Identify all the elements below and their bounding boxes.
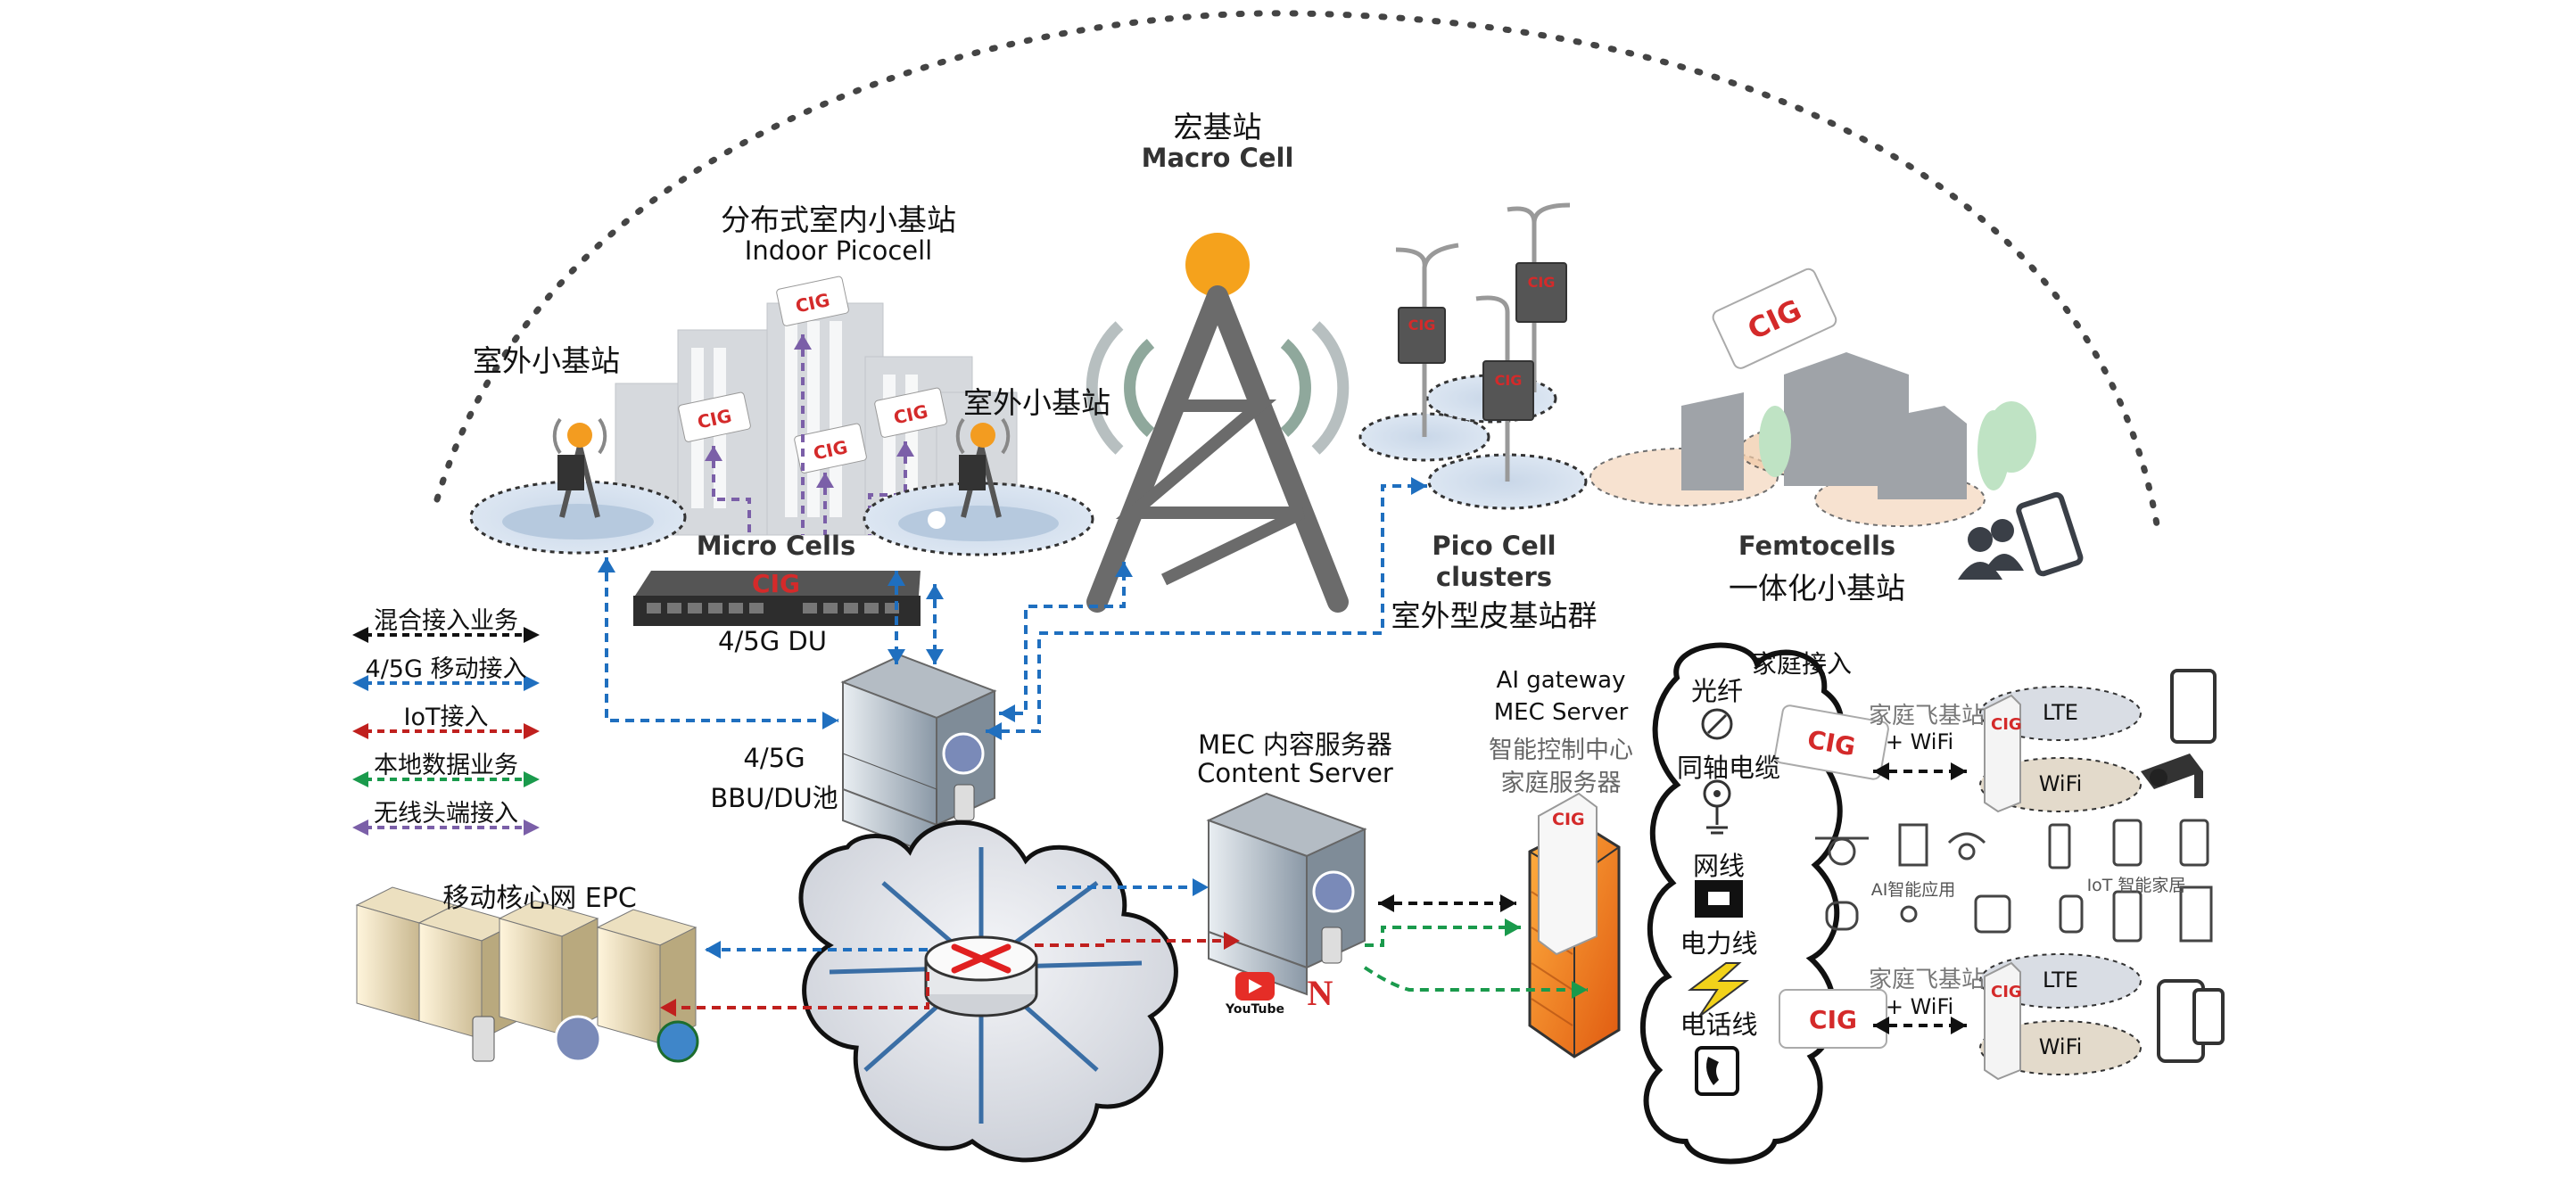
youtube-label: YouTube: [1226, 1002, 1284, 1017]
legend-label-0: 混合接入业务: [374, 607, 518, 635]
home-femto-top-wifi: WiFi: [2038, 771, 2083, 796]
youtube-logo: [1235, 972, 1275, 1001]
legend-arrowhead-3-0: [352, 771, 368, 787]
legend-label-2: IoT接入: [403, 704, 489, 731]
connection-arrowheads: [598, 477, 1967, 1034]
ai-apps-label: AI智能应用: [1870, 880, 1956, 900]
svg-text:CIG: CIG: [1991, 983, 2022, 1001]
svg-text:CIG: CIG: [1408, 317, 1436, 334]
legend-arrowhead-4-0: [352, 819, 368, 836]
ai-gateway-line4: 家庭服务器: [1500, 770, 1622, 797]
macro-cell-zh-label: 宏基站: [1173, 110, 1262, 144]
pico-cell-en-label-2: clusters: [1435, 562, 1553, 592]
legend: [352, 627, 540, 836]
indoor-picocell-zh-label: 分布式室内小基站: [721, 202, 956, 237]
legend-arrowhead-2-1: [524, 723, 540, 739]
pico-cell-en-label-1: Pico Cell: [1432, 531, 1556, 561]
micro-cells-label: Micro Cells: [696, 531, 856, 561]
pico-cell-zh-label: 室外型皮基站群: [1391, 598, 1598, 633]
svg-text:CIG: CIG: [752, 569, 800, 598]
home-femto-top-line1: 家庭飞基站: [1868, 703, 1986, 729]
home-femto-top-line2: + WiFi: [1885, 729, 1954, 754]
legend-arrowhead-0-1: [524, 627, 540, 643]
legend-arrowhead-3-1: [524, 771, 540, 787]
legend-arrowhead-1-0: [352, 675, 368, 691]
home-femto-bottom-line1: 家庭飞基站: [1868, 967, 1986, 993]
home-femto-bottom-line2: + WiFi: [1885, 994, 1954, 1019]
svg-text:CIG: CIG: [1991, 715, 2022, 734]
bbu-label-1: 4/5G: [743, 743, 805, 773]
bbu-label-2: BBU/DU池: [710, 783, 838, 813]
iot-home-label: IoT 智能家居: [2086, 876, 2186, 895]
outdoor-small-cell-left-label: 室外小基站: [473, 343, 620, 378]
ai-gateway-device-icon: CIG: [1528, 792, 1621, 1058]
legend-arrowhead-1-1: [524, 675, 540, 691]
outdoor-small-cell-left-icon: [469, 417, 687, 555]
svg-text:CIG: CIG: [1809, 1005, 1857, 1034]
medium-fiber: 光纤: [1690, 676, 1744, 706]
medium-phone-line: 电话线: [1680, 1009, 1758, 1040]
mec-zh-label: MEC 内容服务器: [1198, 729, 1392, 760]
mec-content-server-icon: [1206, 792, 1367, 996]
home-access-title: 家庭接入: [1752, 649, 1853, 679]
legend-label-1: 4/5G 移动接入: [365, 655, 527, 683]
micro-cells-du-icon: CIG: [633, 569, 921, 626]
outdoor-small-cell-right-icon: [863, 417, 1094, 556]
macro-cell-tower-icon: [1086, 233, 1350, 613]
mobile-core-epc-servers-icon: [355, 886, 699, 1063]
epc-label: 移动核心网 EPC: [442, 883, 637, 914]
legend-arrowhead-0-0: [352, 627, 368, 643]
medium-coax: 同轴电缆: [1676, 753, 1781, 783]
femtocells-en-label: Femtocells: [1738, 531, 1896, 561]
svg-text:CIG: CIG: [1495, 372, 1523, 389]
ai-gateway-line3: 智能控制中心: [1489, 737, 1633, 764]
femtocell-houses-icon: CIG: [1589, 268, 2084, 580]
home-femto-bottom-lte: LTE: [2043, 968, 2078, 992]
svg-text:CIG: CIG: [1528, 274, 1556, 291]
coverage-arc: [433, 10, 2162, 539]
mec-en-label: Content Server: [1197, 758, 1393, 788]
netflix-logo: N: [1307, 973, 1333, 1013]
radio-head-links: [712, 334, 907, 535]
home-femto-bottom-wifi: WiFi: [2038, 1034, 2083, 1059]
ai-gateway-line1: AI gateway: [1496, 667, 1626, 694]
ai-iot-app-icons: [1815, 819, 2213, 943]
medium-ethernet: 网线: [1692, 851, 1746, 881]
home-femtocell-bottom-icon: CIG CIG: [1779, 953, 2225, 1081]
legend-label-4: 无线头端接入: [374, 800, 518, 828]
svg-text:CIG: CIG: [1552, 810, 1585, 829]
core-cloud-router-icon: [798, 820, 1178, 1163]
indoor-picocell-devices: CIG CIG CIG CIG: [678, 276, 947, 474]
outdoor-small-cell-right-label: 室外小基站: [963, 385, 1110, 420]
femtocells-zh-label: 一体化小基站: [1729, 571, 1905, 605]
legend-arrowhead-2-0: [352, 723, 368, 739]
indoor-picocell-en-label: Indoor Picocell: [744, 235, 933, 266]
legend-label-3: 本地数据业务: [374, 752, 518, 779]
ai-gateway-line2: MEC Server: [1493, 699, 1629, 726]
du-label: 4/5G DU: [718, 626, 827, 656]
home-femto-top-lte: LTE: [2043, 700, 2078, 725]
home-femtocell-top-icon: CIG CIG: [1773, 669, 2217, 813]
medium-powerline: 电力线: [1680, 928, 1758, 959]
legend-arrowhead-4-1: [524, 819, 540, 836]
pico-cell-cluster-icon: CIG CIG CIG: [1358, 202, 1588, 510]
macro-cell-en-label: Macro Cell: [1141, 143, 1294, 173]
